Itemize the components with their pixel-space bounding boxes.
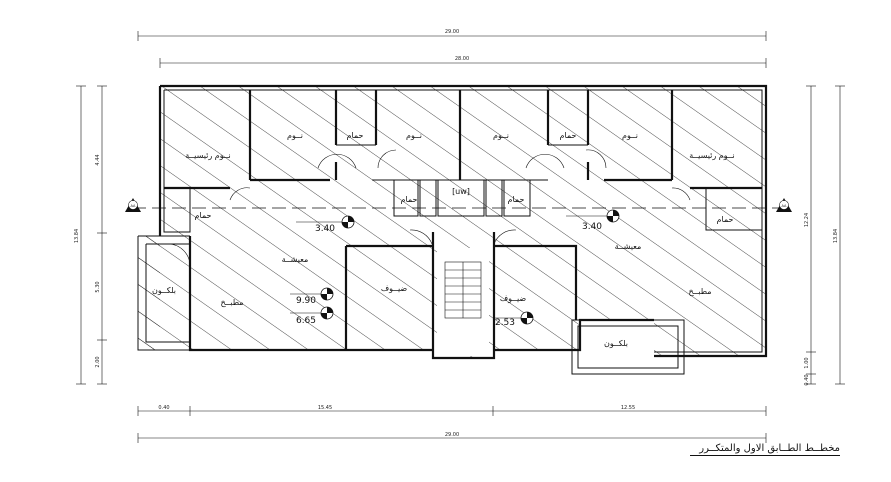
- room-living-right: معيشــة: [615, 242, 642, 251]
- left-dimensions: 13.84 4.44 5.30 2.00: [74, 85, 107, 385]
- room-bathroom-right-top: حمام: [560, 131, 577, 140]
- room-master-bedroom-left: نــوم رئيسيــة: [185, 151, 231, 160]
- right-dimensions: 12.24 1.00 0.40 13.84: [804, 85, 845, 386]
- dim-right-total: 13.84: [833, 229, 839, 243]
- room-elevator: [uw]: [452, 187, 470, 196]
- level-marker-left-top: 3.40: [296, 215, 355, 234]
- room-bedroom-left: نــوم: [287, 131, 303, 140]
- room-labels: نــوم رئيسيــة نــوم حمام نــوم نــوم حم…: [152, 131, 735, 348]
- room-kitchen-left: مطبــخ: [220, 298, 243, 307]
- room-guests-left: ضيــوف: [381, 284, 408, 293]
- top-dimensions: 29.00 28.00: [137, 29, 767, 68]
- level-left-top: 3.40: [315, 224, 335, 234]
- room-living-left: معيشــة: [282, 255, 309, 264]
- room-bedroom-center-left: نــوم: [406, 131, 422, 140]
- dim-right-seg-3: 0.40: [804, 374, 810, 385]
- room-guests-right: ضيــوف: [500, 294, 527, 303]
- stair-treads: [445, 269, 481, 311]
- room-bathroom-center-right: حمام: [508, 195, 525, 204]
- room-master-bedroom-right: نــوم رئيسيــة: [689, 151, 735, 160]
- level-marker-left-mid-2: 6.65: [290, 306, 334, 326]
- dim-left-seg-1: 4.44: [95, 154, 101, 165]
- room-balcony-left: بلكــون: [152, 286, 176, 295]
- dim-top-inner: 28.00: [455, 56, 469, 62]
- level-left-mid-1: 9.90: [296, 296, 316, 306]
- level-center-low: 2.53: [495, 318, 515, 328]
- room-bedroom-center-right: نــوم: [493, 131, 509, 140]
- room-bedroom-right: نــوم: [622, 131, 638, 140]
- dim-bottom-seg-3: 12.55: [621, 405, 635, 411]
- dim-right-seg-1: 12.24: [804, 213, 810, 227]
- dim-bottom-seg-2: 15.45: [318, 405, 332, 411]
- level-left-mid-2: 6.65: [296, 316, 316, 326]
- section-marker-left: AA: [131, 204, 136, 208]
- drawing-title: مخطــط الطــابق الاول والمتكــرر: [690, 443, 840, 456]
- room-kitchen-right: مطبــخ: [688, 287, 711, 296]
- dim-bottom-seg-1: 0.40: [158, 405, 169, 411]
- level-markers: 3.40 3.40 9.90 6.65 2.53: [290, 209, 620, 328]
- level-marker-right-top: 3.40: [566, 209, 620, 232]
- section-marker-right: AA: [782, 204, 787, 208]
- level-right-top: 3.40: [582, 222, 602, 232]
- room-bathroom-left-top: حمام: [347, 131, 364, 140]
- level-marker-left-mid-1: 9.90: [290, 287, 334, 306]
- dim-left-seg-3: 2.00: [95, 356, 101, 367]
- room-bathroom-right-side: حمام: [717, 215, 734, 224]
- room-balcony-right: بلكــون: [604, 339, 628, 348]
- dim-left-total: 13.84: [74, 229, 80, 243]
- dim-right-seg-2: 1.00: [804, 357, 810, 368]
- dim-top-overall: 29.00: [445, 29, 459, 35]
- walls: [137, 84, 768, 360]
- level-marker-center-low: 2.53: [494, 311, 534, 328]
- section-line: AA AA: [125, 198, 792, 212]
- room-bathroom-left-side: حمام: [195, 211, 212, 220]
- dim-bottom-overall: 29.00: [445, 432, 459, 438]
- room-bathroom-center-left: حمام: [401, 195, 418, 204]
- bottom-dimensions: 0.40 15.45 12.55 29.00: [137, 405, 767, 443]
- dim-left-seg-2: 5.30: [95, 281, 101, 292]
